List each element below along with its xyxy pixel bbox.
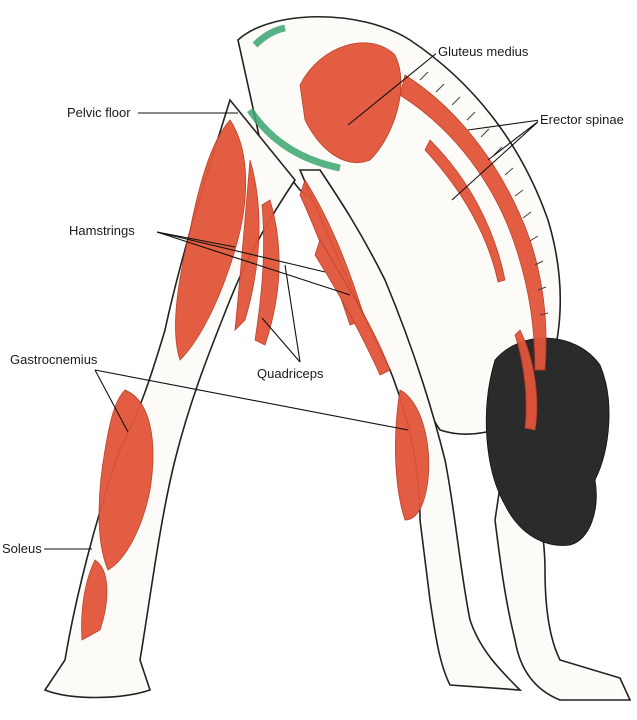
hamstrings-muscle-2 — [234, 159, 260, 332]
soleus-muscle — [81, 559, 108, 641]
label-gluteus-medius: Gluteus medius — [436, 44, 531, 59]
leader-quadriceps-2 — [284, 264, 301, 363]
spine — [419, 71, 549, 316]
quadriceps-muscle — [254, 199, 280, 346]
hamstrings-muscle — [175, 119, 247, 361]
erector-spinae-muscle — [399, 74, 547, 371]
leader-hamstrings-3 — [156, 231, 351, 296]
leader-erector-spinae-2 — [487, 119, 541, 161]
hair — [485, 337, 610, 546]
erector-spinae-muscle-2 — [424, 139, 506, 283]
arm-muscle — [514, 329, 538, 431]
label-pelvic-floor: Pelvic floor — [65, 105, 133, 120]
leader-hamstrings-2 — [156, 231, 326, 273]
label-quadriceps: Quadriceps — [255, 366, 326, 381]
leader-gastrocnemius-1 — [94, 369, 129, 433]
leader-erector-spinae-1 — [467, 119, 541, 131]
leader-gluteus-medius — [347, 51, 439, 126]
label-gastrocnemius: Gastrocnemius — [8, 352, 100, 367]
leader-hamstrings-1 — [156, 231, 236, 248]
leader-lines — [44, 51, 541, 550]
gastrocnemius-muscle — [98, 389, 154, 571]
label-erector-spinae: Erector spinae — [538, 112, 626, 127]
gastrocnemius-muscle-2 — [395, 389, 430, 521]
label-soleus: Soleus — [0, 541, 44, 556]
pelvic-floor-shape — [247, 24, 341, 172]
quadriceps-muscle-2 — [314, 239, 391, 376]
gluteus-medius-muscle — [299, 42, 402, 163]
leader-erector-spinae-3 — [451, 119, 541, 201]
leader-gastrocnemius-2 — [94, 369, 409, 431]
label-hamstrings: Hamstrings — [67, 223, 137, 238]
leader-quadriceps-1 — [261, 317, 301, 363]
muscles — [81, 42, 547, 641]
